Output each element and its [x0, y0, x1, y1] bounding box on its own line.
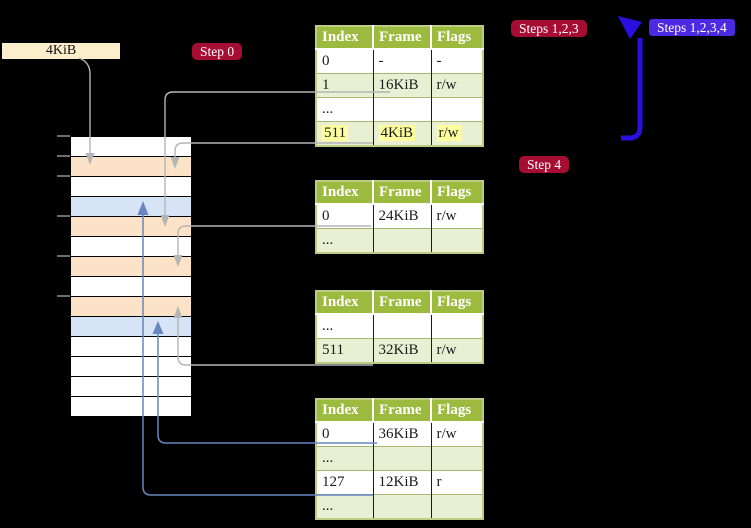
table-cell: 32KiB — [373, 338, 432, 363]
memory-row-white — [71, 337, 191, 357]
column-header: Index — [316, 291, 374, 315]
step-4-badge: Step 4 — [519, 156, 570, 173]
table-cell — [373, 313, 432, 339]
column-header: Frame — [373, 399, 432, 423]
memory-row-peach — [71, 217, 191, 237]
table-row: ... — [316, 446, 483, 471]
memory-row-white — [71, 137, 191, 157]
column-header: Index — [316, 181, 374, 205]
table-cell: 36KiB — [373, 421, 432, 447]
steps-1234-badge: Steps 1,2,3,4 — [649, 19, 735, 36]
table-cell: r/w — [431, 338, 483, 363]
table-cell: 4KiB — [373, 121, 432, 146]
column-header: Frame — [373, 26, 432, 50]
table-cell: r/w — [431, 121, 483, 146]
column-header: Frame — [373, 181, 432, 205]
memory-row-white — [71, 277, 191, 297]
table-cell: r/w — [431, 203, 483, 229]
memory-row-white — [71, 237, 191, 257]
table-cell — [431, 313, 483, 339]
frame-size-label: 4KiB — [2, 43, 120, 59]
table-cell — [431, 97, 483, 122]
memory-row-white — [71, 357, 191, 377]
table-cell: 511 — [316, 121, 374, 146]
memory-ticks — [57, 135, 70, 297]
table-cell: 0 — [316, 48, 374, 74]
table-cell: ... — [316, 446, 374, 471]
step-0-badge: Step 0 — [192, 43, 243, 60]
table-cell — [431, 228, 483, 253]
table-cell: ... — [316, 228, 374, 253]
table-cell — [373, 97, 432, 122]
table-cell — [373, 446, 432, 471]
steps-123-badge: Steps 1,2,3 — [511, 20, 587, 37]
table-cell: r/w — [431, 421, 483, 447]
memory-row-peach — [71, 257, 191, 277]
memory-row-peach — [71, 297, 191, 317]
memory-row-blue — [71, 197, 191, 217]
table-row: ... — [316, 97, 483, 122]
column-header: Flags — [431, 399, 483, 423]
table-cell: - — [373, 48, 432, 74]
table-row: ... — [316, 494, 483, 519]
table-row: ... — [316, 313, 483, 339]
table-cell — [373, 228, 432, 253]
table-cell: 127 — [316, 470, 374, 495]
table-cell: ... — [316, 97, 374, 122]
column-header: Index — [316, 26, 374, 50]
table-row: ... — [316, 228, 483, 253]
memory-row-peach — [71, 157, 191, 177]
table-cell: r — [431, 470, 483, 495]
memory-column — [70, 136, 192, 418]
column-header: Flags — [431, 26, 483, 50]
table-cell: 511 — [316, 338, 374, 363]
memory-row-white — [71, 177, 191, 197]
table-cell: 0 — [316, 203, 374, 229]
table-cell: r/w — [431, 73, 483, 98]
table-cell — [431, 446, 483, 471]
table-cell: ... — [316, 494, 374, 519]
column-header: Flags — [431, 291, 483, 315]
memory-row-blue — [71, 317, 191, 337]
memory-row-white — [71, 377, 191, 397]
column-header: Flags — [431, 181, 483, 205]
table-cell — [431, 494, 483, 519]
table-cell: 1 — [316, 73, 374, 98]
column-header: Frame — [373, 291, 432, 315]
table-cell: - — [431, 48, 483, 74]
table-cell — [373, 494, 432, 519]
table-cell: ... — [316, 313, 374, 339]
loop-arrow — [621, 38, 643, 141]
table-cell: 0 — [316, 421, 374, 447]
table-row: 0-- — [316, 48, 483, 74]
memory-row-white — [71, 397, 191, 417]
table-cell: 12KiB — [373, 470, 432, 495]
table-cell: 16KiB — [373, 73, 432, 98]
loop-arrowhead-icon — [618, 16, 642, 39]
column-header: Index — [316, 399, 374, 423]
table-cell: 24KiB — [373, 203, 432, 229]
